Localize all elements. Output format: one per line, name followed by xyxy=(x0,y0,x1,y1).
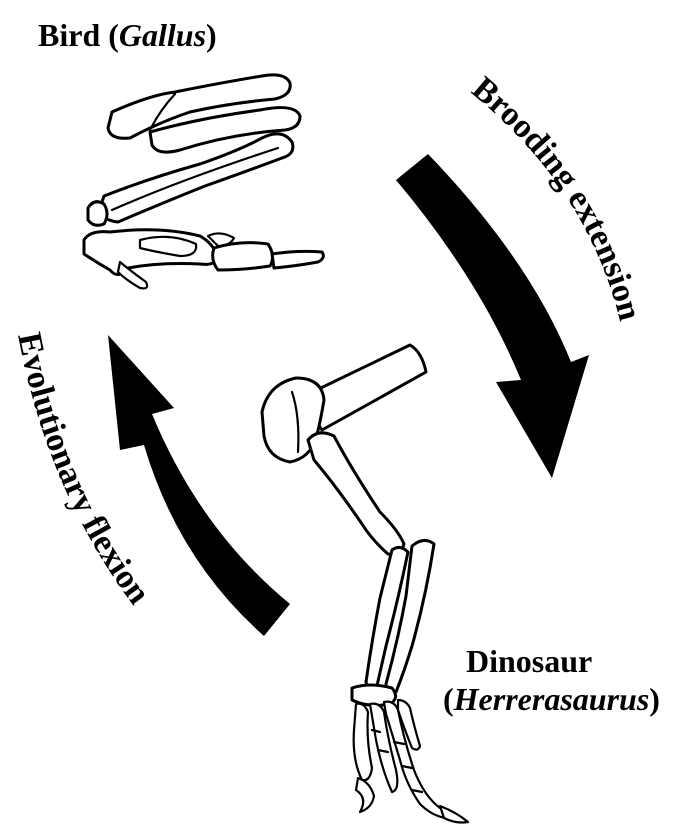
bird-carpometacarpus xyxy=(84,230,218,275)
bird-phalanx-1 xyxy=(213,243,273,270)
dino-humerus xyxy=(308,433,404,554)
bird-label: Bird (Gallus) xyxy=(38,17,217,53)
dino-claw-3 xyxy=(440,806,468,823)
dinosaur-forelimb-skeleton xyxy=(262,345,468,823)
dino-claw-1 xyxy=(356,778,374,812)
bird-wing-skeleton xyxy=(84,75,323,288)
dino-digit-1 xyxy=(354,704,372,781)
dinosaur-label-genus: (Herrerasaurus) xyxy=(443,681,660,717)
bird-wrist xyxy=(88,202,107,226)
bird-phalanx-2 xyxy=(272,251,323,268)
bird-ulna xyxy=(100,134,293,222)
extension-arrow xyxy=(396,154,589,478)
dinosaur-label-name: Dinosaur xyxy=(466,643,592,679)
